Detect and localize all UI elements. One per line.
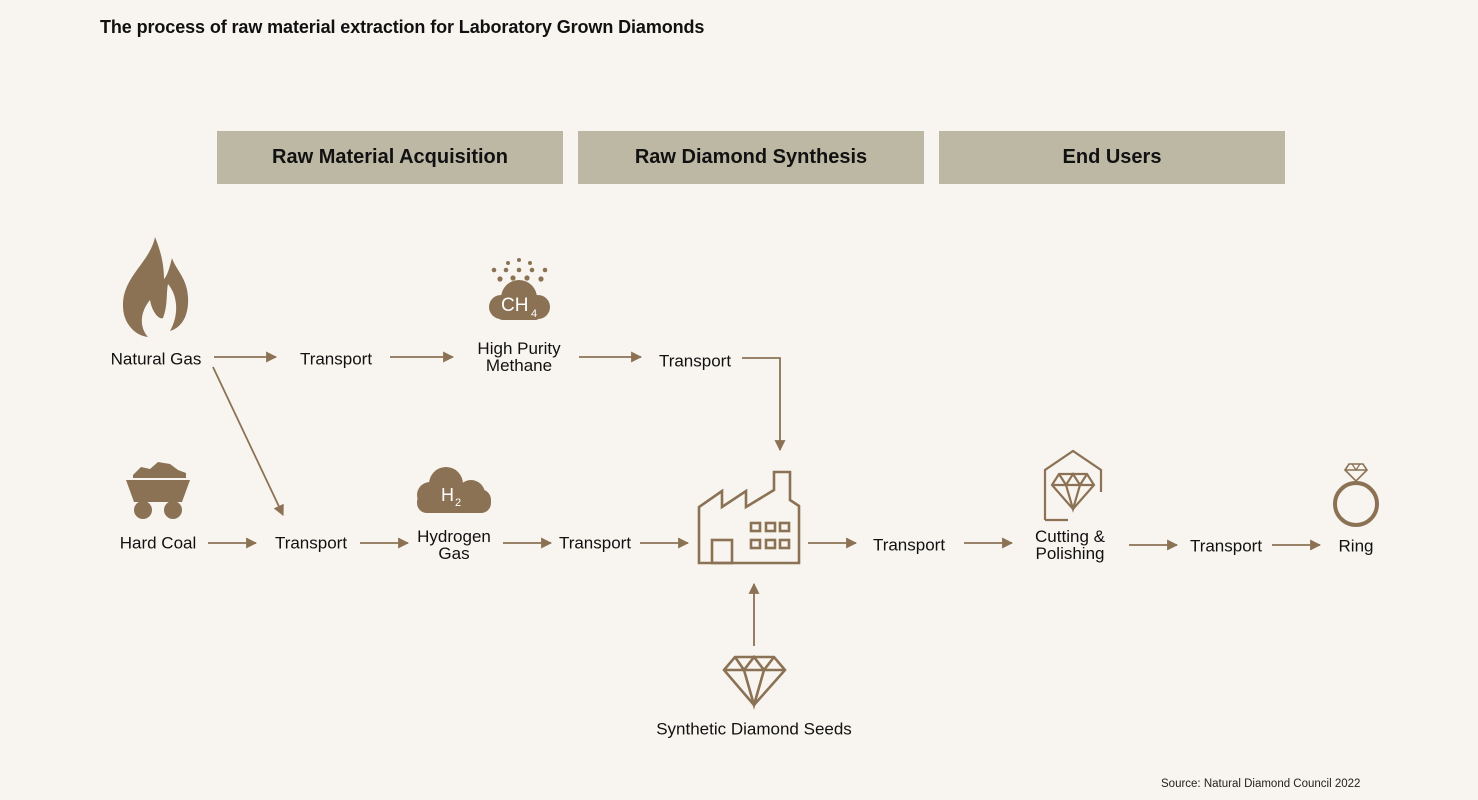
stage-label: Raw Diamond Synthesis bbox=[634, 146, 868, 168]
hydrogen-icon: H 2 bbox=[417, 467, 491, 513]
diamond-icon bbox=[722, 654, 787, 710]
source-note: Source: Natural Diamond Council 2022 bbox=[1161, 778, 1361, 790]
node-transport-5: Transport bbox=[872, 535, 946, 555]
node-ring: Ring bbox=[1338, 536, 1374, 556]
methane-label-line1: High Purity bbox=[477, 339, 561, 358]
cutting-label-line1: Cutting & bbox=[1035, 527, 1105, 546]
methane-subscript: 4 bbox=[531, 308, 537, 320]
stage-label: Raw Material Acquisition bbox=[272, 146, 508, 168]
node-hard-coal: Hard Coal bbox=[119, 533, 197, 553]
arrow-natural-gas-to-coal-transport bbox=[212, 366, 284, 516]
hydrogen-subscript: 2 bbox=[455, 497, 461, 509]
node-hydrogen-gas: Hydrogen Gas bbox=[417, 528, 491, 562]
methane-label-line2: Methane bbox=[485, 356, 553, 375]
factory-icon bbox=[697, 470, 801, 565]
hydrogen-label-line1: Hydrogen bbox=[417, 527, 491, 546]
cutting-label-line2: Polishing bbox=[1035, 544, 1105, 563]
node-synthetic-diamond-seeds: Synthetic Diamond Seeds bbox=[656, 719, 852, 739]
ring-icon bbox=[1333, 463, 1379, 527]
node-transport-1: Transport bbox=[299, 349, 373, 369]
methane-icon: CH 4 bbox=[489, 258, 550, 320]
node-cutting-polishing: Cutting & Polishing bbox=[1035, 528, 1105, 562]
node-high-purity-methane: High Purity Methane bbox=[477, 340, 560, 374]
arrow-transport-to-factory bbox=[742, 357, 786, 452]
page-title: The process of raw material extraction f… bbox=[100, 17, 705, 37]
hydrogen-formula: H bbox=[441, 485, 454, 505]
methane-formula: CH bbox=[501, 295, 528, 316]
flow-arrows bbox=[208, 351, 1322, 646]
node-transport-2: Transport bbox=[658, 351, 732, 371]
coal-cart-icon bbox=[126, 462, 190, 519]
stage-end-users: End Users bbox=[939, 131, 1285, 184]
stage-label: End Users bbox=[1062, 146, 1162, 168]
flame-icon bbox=[122, 237, 189, 337]
node-transport-4: Transport bbox=[558, 533, 632, 553]
node-natural-gas: Natural Gas bbox=[110, 349, 202, 369]
node-transport-6: Transport bbox=[1189, 536, 1263, 556]
hydrogen-label-line2: Gas bbox=[438, 544, 470, 563]
node-transport-3: Transport bbox=[274, 533, 348, 553]
stage-raw-diamond-synthesis: Raw Diamond Synthesis bbox=[578, 131, 924, 184]
diamond-display-icon bbox=[1043, 449, 1103, 522]
stage-raw-material-acquisition: Raw Material Acquisition bbox=[217, 131, 563, 184]
